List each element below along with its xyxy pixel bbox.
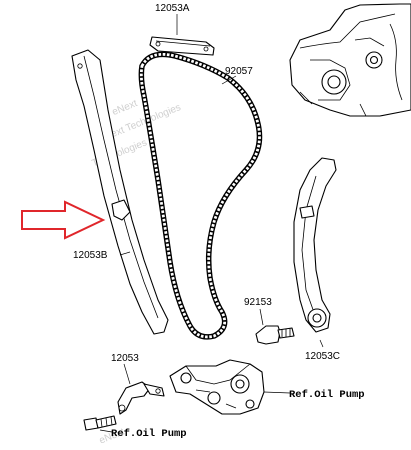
leader-12053 — [123, 363, 131, 385]
leader-92057 — [221, 75, 237, 85]
part-12053a-guide — [149, 36, 215, 56]
red-arrow-icon — [21, 200, 106, 240]
part-92153-bolt — [255, 325, 295, 345]
part-12053-bracket — [117, 381, 165, 415]
part-12053c-tensioner — [293, 157, 337, 333]
leader-12053b — [119, 251, 131, 256]
leader-oil-pump-right — [263, 391, 291, 394]
label-12053c: 12053C — [305, 351, 340, 362]
label-ref-oil-pump-left: Ref.Oil Pump — [111, 428, 187, 440]
label-92153: 92153 — [244, 297, 272, 308]
watermark-line-1: eNext — [111, 98, 140, 118]
engine-casing — [289, 3, 411, 117]
label-12053a: 12053A — [155, 3, 190, 14]
label-92057: 92057 — [225, 66, 253, 77]
leader-oil-pump-left — [99, 429, 113, 433]
part-12053b-guide — [71, 49, 169, 335]
part-92057-timing-chain — [138, 51, 263, 340]
oil-pump — [169, 359, 265, 415]
label-12053b: 12053B — [73, 250, 108, 261]
label-ref-oil-pump-right: Ref.Oil Pump — [289, 389, 365, 401]
label-12053: 12053 — [111, 353, 139, 364]
leader-92153 — [259, 308, 264, 326]
leader-12053c — [319, 339, 324, 348]
part-bottom-bolt — [83, 415, 117, 431]
